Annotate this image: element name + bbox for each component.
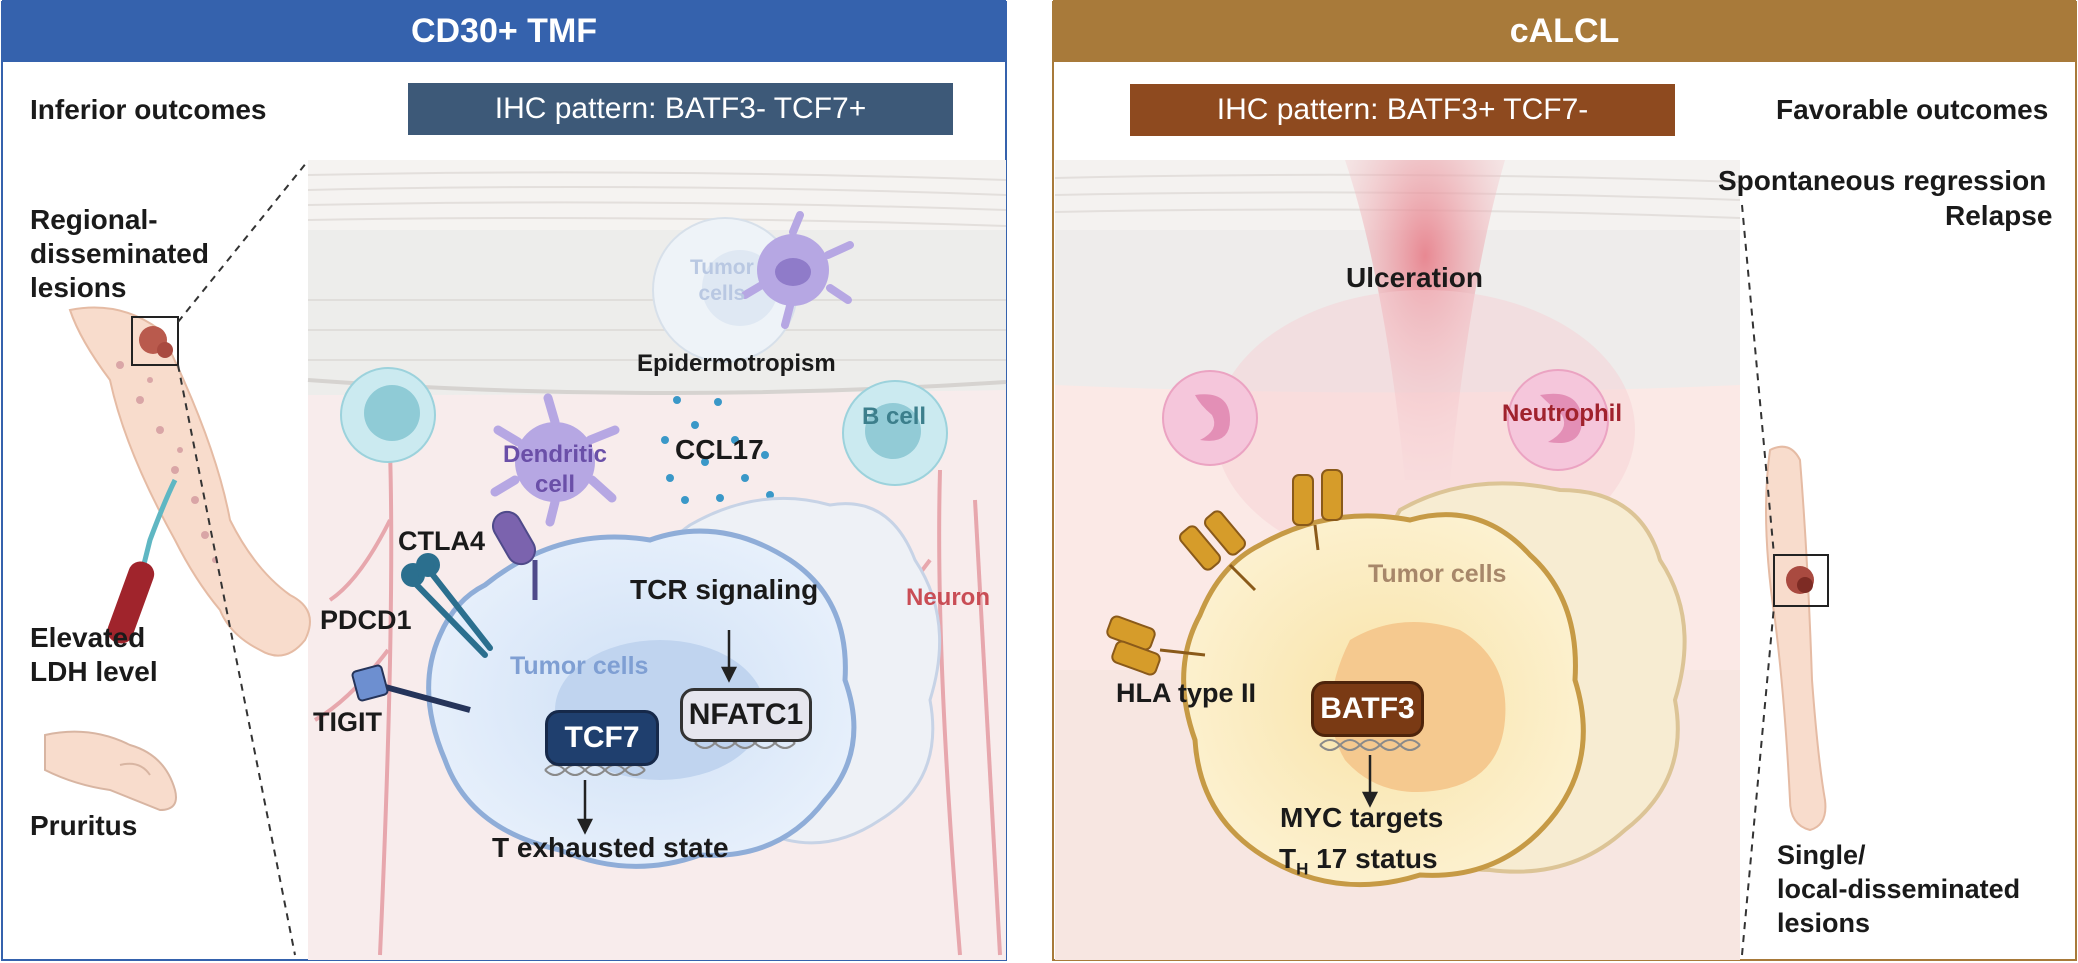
nfatc1-badge: NFATC1 xyxy=(680,688,812,742)
right-ihc-pattern: IHC pattern: BATF3+ TCF7- xyxy=(1130,84,1675,136)
pdcd1-label: PDCD1 xyxy=(320,605,412,635)
neuron-label: Neuron xyxy=(906,584,990,611)
batf3-badge: BATF3 xyxy=(1311,681,1424,737)
right-arrow xyxy=(1361,755,1379,808)
tcf7-badge: TCF7 xyxy=(545,710,659,766)
left-arrows xyxy=(576,630,738,835)
tigit-receptor xyxy=(351,664,471,713)
top-tumor-cells-label: Tumor cells xyxy=(690,256,754,305)
ctla4-receptor xyxy=(492,510,538,600)
right-tumor-cells-label: Tumor cells xyxy=(1368,560,1507,588)
ulceration-wedge xyxy=(1345,160,1505,480)
arm-illustration xyxy=(68,161,311,956)
left-outcome-label: Inferior outcomes xyxy=(30,94,267,125)
left-stratum xyxy=(308,160,1006,230)
leg-illustration xyxy=(1741,204,1829,956)
hla-receptors xyxy=(1106,469,1343,676)
hla-type-ii-label: HLA type II xyxy=(1116,678,1257,708)
ulceration-label: Ulceration xyxy=(1346,262,1483,293)
th17-subscript: H xyxy=(1296,859,1309,879)
top-dendritic-cell-shape xyxy=(741,211,854,329)
regional-lesions-label: Regional- disseminated lesions xyxy=(30,204,209,303)
relapse-label: Relapse xyxy=(1945,200,2053,231)
ccl17-dots xyxy=(661,396,774,504)
ccl17-label: CCL17 xyxy=(675,434,764,465)
myc-targets-label: MYC targets xyxy=(1280,802,1444,833)
single-lesions-label: Single/ local-disseminated lesions xyxy=(1777,840,2021,938)
th17-rest: 17 status xyxy=(1308,843,1438,874)
neutrophil-left xyxy=(1162,370,1258,466)
dendritic-cell-label: Dendritic cell xyxy=(503,441,608,498)
neutrophil-label: Neutrophil xyxy=(1502,400,1622,427)
epidermotropism-label: Epidermotropism xyxy=(637,350,836,377)
dendritic-cell-shape xyxy=(490,393,620,527)
hand-illustration xyxy=(44,730,177,812)
t-exhausted-label: T exhausted state xyxy=(492,832,729,863)
pruritus-label: Pruritus xyxy=(30,810,138,841)
pdcd1-receptor xyxy=(401,553,493,658)
tigit-label: TIGIT xyxy=(313,707,382,737)
tcr-signaling-label: TCR signaling xyxy=(630,574,819,605)
left-tumor-cells-label: Tumor cells xyxy=(510,652,649,680)
spontaneous-regression-label: Spontaneous regression xyxy=(1718,165,2047,196)
left-ihc-pattern: IHC pattern: BATF3- TCF7+ xyxy=(408,83,953,135)
hla-stems xyxy=(1159,524,1320,657)
ctla4-label: CTLA4 xyxy=(398,526,485,556)
left-panel-header: CD30+ TMF xyxy=(2,0,1006,62)
right-panel-header: cALCL xyxy=(1053,0,2076,62)
th17-t: T xyxy=(1279,843,1297,874)
th17-status-label: TH 17 status xyxy=(1279,843,1438,880)
neutrophil-right xyxy=(1507,369,1609,471)
left-skin-layers xyxy=(307,171,1007,227)
b-cell-label: B cell xyxy=(862,403,927,430)
right-dna-batf3 xyxy=(1319,739,1421,751)
right-outcome-label: Favorable outcomes xyxy=(1776,94,2049,125)
ldh-level-label: Elevated LDH level xyxy=(30,622,158,687)
